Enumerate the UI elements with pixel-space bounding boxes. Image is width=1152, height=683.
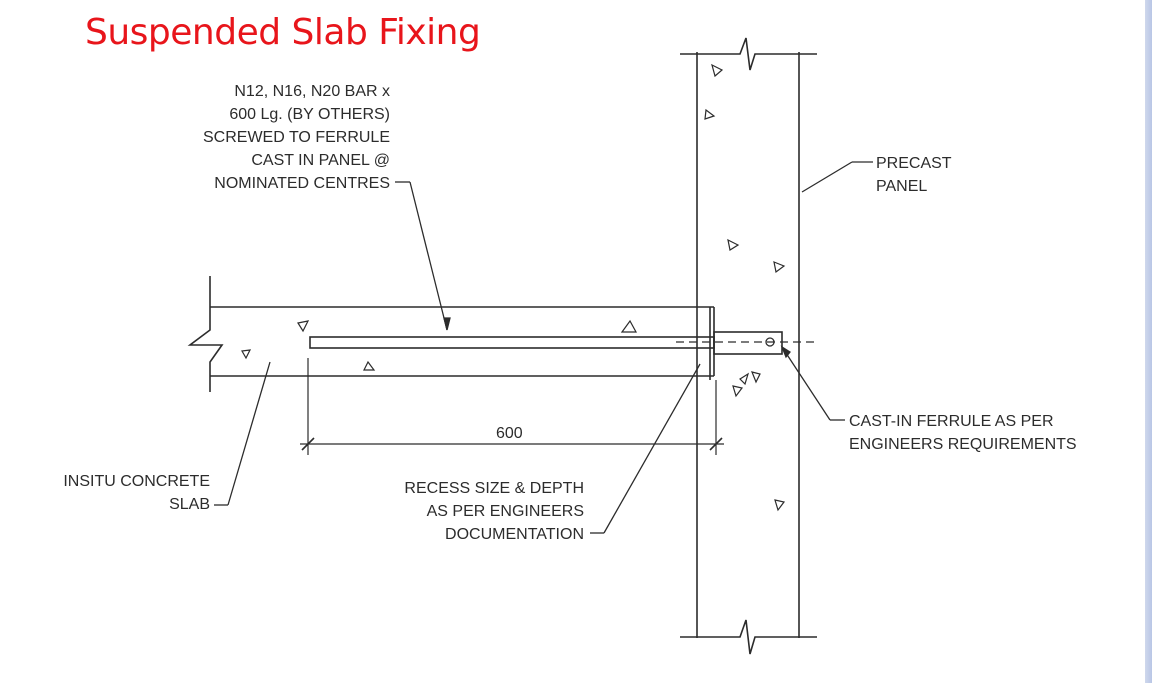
dimension-label: 600: [496, 425, 523, 442]
reinforcing-bar: [309, 336, 715, 349]
ferrule-callout-line: ENGINEERS REQUIREMENTS: [849, 436, 1077, 453]
slab-callout: INSITU CONCRETE SLAB: [20, 470, 210, 516]
slab-callout-line: INSITU CONCRETE: [63, 473, 210, 490]
dimension-600: [300, 358, 724, 455]
precast-panel-callout-line: PRECAST: [876, 155, 952, 172]
recess-callout: RECESS SIZE & DEPTH AS PER ENGINEERS DOC…: [340, 477, 584, 546]
precast-panel-callout: PRECAST PANEL: [876, 152, 952, 198]
bar-callout-line: N12, N16, N20 BAR x: [234, 83, 390, 100]
insitu-slab: [187, 276, 715, 392]
recess-callout-line: RECESS SIZE & DEPTH: [404, 480, 584, 497]
bar-callout-line: SCREWED TO FERRULE: [203, 129, 390, 146]
page-title: Suspended Slab Fixing: [85, 12, 481, 53]
ferrule-callout-line: CAST-IN FERRULE AS PER: [849, 413, 1054, 430]
page-edge-bar: [1145, 0, 1152, 683]
bar-callout-line: CAST IN PANEL @: [251, 152, 390, 169]
bar-callout-line: NOMINATED CENTRES: [214, 175, 390, 192]
precast-panel: [680, 37, 817, 655]
bar-callout-line: 600 Lg. (BY OTHERS): [229, 106, 390, 123]
concrete-aggregate-symbols: [241, 63, 786, 512]
recess-callout-line: AS PER ENGINEERS: [426, 503, 584, 520]
slab-callout-line: SLAB: [169, 496, 210, 513]
leader-lines: [214, 161, 873, 534]
ferrule-callout: CAST-IN FERRULE AS PER ENGINEERS REQUIRE…: [849, 410, 1077, 456]
bar-callout: N12, N16, N20 BAR x 600 Lg. (BY OTHERS) …: [150, 80, 390, 195]
precast-panel-callout-line: PANEL: [876, 178, 928, 195]
cast-in-ferrule: [676, 331, 818, 355]
recess-callout-line: DOCUMENTATION: [445, 526, 584, 543]
